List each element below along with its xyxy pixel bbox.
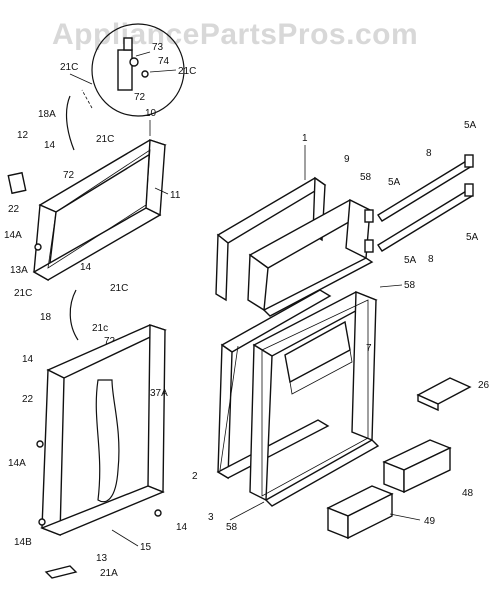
callout-26: 26 (478, 380, 490, 391)
callout-58-a: 58 (360, 172, 372, 183)
door-gasket-37a (95, 379, 120, 503)
part-12-cover (7, 171, 27, 195)
fresh-food-door-liner (249, 290, 380, 507)
hinge-bracket-detail (117, 49, 133, 91)
callout-72-top: 72 (134, 92, 146, 103)
freezer-door-frame (32, 139, 167, 282)
callout-58-c: 58 (226, 522, 238, 533)
callout-73: 73 (152, 42, 164, 53)
callout-72-a: 72 (63, 170, 75, 181)
callout-8-b: 8 (428, 254, 434, 265)
callout-21a: 21A (100, 568, 118, 579)
door-bin-49 (326, 485, 394, 540)
callout-74: 74 (158, 56, 170, 67)
callout-5a-b: 5A (388, 177, 401, 188)
callout-5a-d: 5A (404, 255, 417, 266)
callout-21c-lower: 21c (92, 323, 108, 334)
callout-72-b: 72 (104, 336, 116, 347)
callout-37a: 37A (150, 388, 168, 399)
callout-14-a: 14 (44, 140, 56, 151)
fresh-food-door-frame (40, 324, 167, 537)
callout-12: 12 (17, 130, 29, 141)
callout-21c-mid: 21C (96, 134, 114, 145)
door-handle-lower (69, 289, 79, 341)
callout-21c-c: 21C (110, 283, 128, 294)
callout-14a-a: 14A (4, 230, 22, 241)
callout-13: 13 (96, 553, 108, 564)
callout-5a-c: 5A (466, 232, 479, 243)
callout-22-b: 22 (22, 394, 34, 405)
callout-2: 2 (192, 471, 198, 482)
callout-22-a: 22 (8, 204, 20, 215)
door-bin-48 (382, 439, 452, 494)
callout-18a: 18A (38, 109, 56, 120)
callout-48: 48 (462, 488, 474, 499)
callout-21c-b: 21C (14, 288, 32, 299)
callout-3: 3 (208, 512, 214, 523)
door-handle-upper (65, 95, 75, 151)
freezer-door-liner (247, 198, 374, 317)
callout-14a-b: 14A (8, 458, 26, 469)
hinge-detail-inset (81, 23, 185, 117)
shelf-bars (364, 154, 474, 253)
callout-14-d: 14 (176, 522, 188, 533)
callout-11: 11 (170, 190, 181, 201)
callout-18: 18 (40, 312, 52, 323)
hinge-cover-13 (44, 565, 78, 579)
callout-21c-right: 21C (178, 66, 196, 77)
callout-58-b: 58 (404, 280, 416, 291)
callout-1: 1 (302, 133, 308, 144)
callout-21c-top: 21C (60, 62, 78, 73)
callout-49: 49 (424, 516, 436, 527)
callout-14-c: 14 (22, 354, 34, 365)
callout-14-b: 14 (80, 262, 92, 273)
callout-13a: 13A (10, 265, 28, 276)
fresh-food-gasket (216, 289, 332, 480)
callout-7: 7 (366, 343, 372, 354)
watermark-text: AppliancePartsPros.com (52, 18, 418, 51)
callout-10: 10 (145, 108, 157, 119)
callout-14b: 14B (14, 537, 32, 548)
callout-15: 15 (140, 542, 152, 553)
callout-5a-a: 5A (464, 120, 477, 131)
callout-9: 9 (344, 154, 350, 165)
egg-tray (416, 377, 472, 412)
callout-8-a: 8 (426, 148, 432, 159)
